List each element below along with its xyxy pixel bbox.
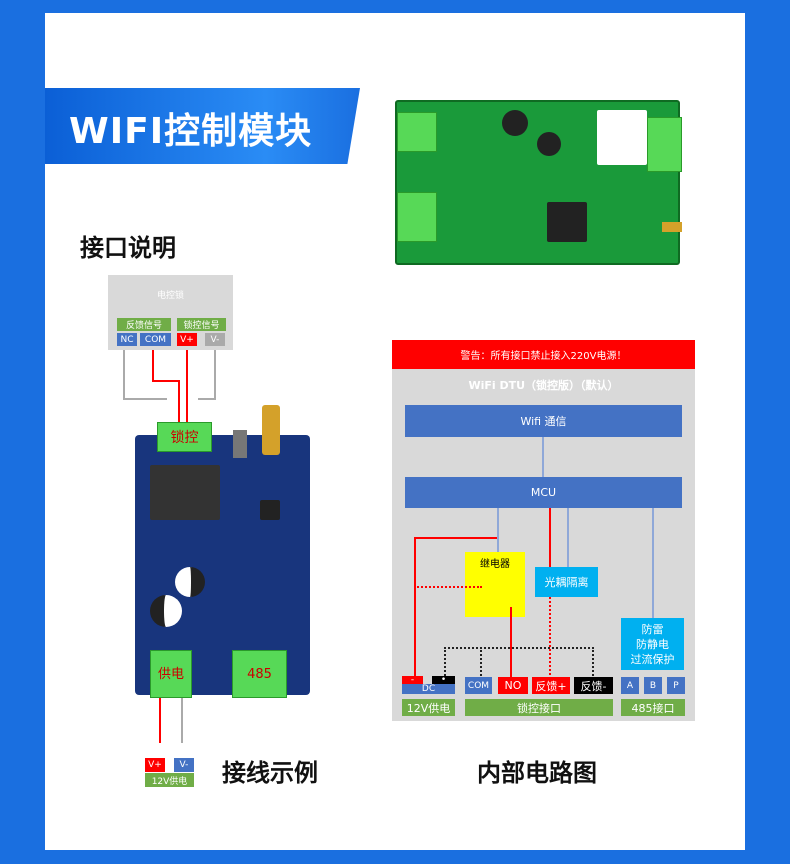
pin-vplus: V+: [177, 333, 197, 346]
interface-heading: 接口说明: [80, 234, 176, 262]
terminal-block: [397, 192, 437, 242]
protect-line: 防静电: [636, 637, 669, 651]
wire: [152, 380, 178, 382]
warning-banner: 警告：所有接口禁止接入220V电源！: [392, 340, 695, 369]
pin-vminus: V-: [205, 333, 225, 346]
electric-lock: 电控锁 反馈信号 锁控信号 NC COM V+ V-: [108, 275, 233, 350]
button: [233, 430, 247, 458]
connector: [414, 537, 497, 539]
wire: [123, 398, 167, 400]
rs485-terminal: 485: [232, 650, 287, 698]
power-vplus: V+: [145, 758, 165, 772]
term-feedback-minus: 反馈-: [574, 677, 613, 694]
relay-label: 继电器: [480, 559, 510, 570]
chip: [260, 500, 280, 520]
group-power: 12V供电: [402, 699, 455, 716]
page-title: WIFI控制模块: [69, 111, 313, 152]
pin-nc: NC: [117, 333, 137, 346]
term-b: B: [644, 677, 662, 694]
diagram-header: WiFi DTU（锁控版）（默认）: [468, 379, 619, 392]
wire: [152, 350, 154, 380]
product-photo-pcb: [395, 100, 682, 265]
power-vminus: V-: [174, 758, 194, 772]
capacitor: [502, 110, 528, 136]
connector: [542, 437, 544, 477]
term-com: COM: [465, 677, 492, 694]
relay-component: [597, 110, 647, 165]
connector: [652, 508, 654, 618]
opto-block: 光耦隔离: [535, 567, 598, 597]
wire: [123, 350, 125, 400]
connector: [510, 607, 512, 679]
capacitor: [150, 595, 182, 627]
capacitor: [537, 132, 561, 156]
antenna-connector: [662, 222, 682, 232]
wire: [159, 698, 161, 743]
power-terminal: 供电: [150, 650, 192, 698]
protection-block: 防雷 防静电 过流保护: [621, 618, 684, 670]
connector: [549, 508, 551, 567]
title-banner: WIFI控制模块: [45, 88, 360, 164]
group-485: 485接口: [621, 699, 685, 716]
power-label: 12V供电: [145, 773, 194, 787]
term-p: P: [667, 677, 685, 694]
dc-label: DC: [402, 684, 455, 694]
connector: [549, 597, 551, 679]
connector: [567, 508, 569, 567]
wire: [198, 398, 216, 400]
capacitor: [175, 567, 205, 597]
connector: [444, 647, 594, 679]
dc-dot: •: [432, 675, 455, 685]
mcu-block: MCU: [405, 477, 682, 508]
feedback-label: 反馈信号: [117, 318, 171, 331]
terminal-block: [397, 112, 437, 152]
wire: [214, 350, 216, 398]
circuit-caption: 内部电路图: [477, 759, 597, 787]
protect-line: 过流保护: [630, 652, 675, 666]
protect-line: 防雷: [641, 622, 664, 636]
relay-block: 继电器: [465, 552, 525, 617]
lock-signal-label: 锁控信号: [177, 318, 226, 331]
connector: [497, 508, 499, 552]
lock-terminal: 锁控: [157, 422, 212, 452]
wire: [178, 380, 180, 425]
dc-minus: -: [402, 675, 423, 685]
wiring-caption: 接线示例: [222, 759, 318, 787]
connector: [414, 537, 416, 679]
lock-label: 电控锁: [156, 291, 184, 301]
connector: [414, 586, 482, 588]
group-lock: 锁控接口: [465, 699, 613, 716]
connector: [480, 647, 482, 679]
antenna-connector: [262, 405, 280, 455]
term-feedback-plus: 反馈+: [532, 677, 570, 694]
term-no: NO: [498, 677, 528, 694]
wifi-module: [150, 465, 220, 520]
wire: [181, 698, 183, 743]
terminal-block: [647, 117, 682, 172]
term-a: A: [621, 677, 639, 694]
wifi-block: Wifi 通信: [405, 405, 682, 437]
pin-com: COM: [140, 333, 171, 346]
circuit-diagram: WiFi DTU（锁控版）（默认） Wifi 通信 MCU 继电器 光耦隔离 防…: [392, 369, 695, 721]
chip: [547, 202, 587, 242]
wire: [186, 350, 188, 425]
